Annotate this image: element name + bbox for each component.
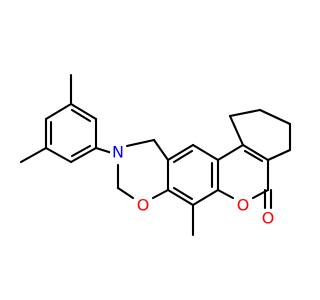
dimethylphenyl-ring xyxy=(44,102,98,164)
structure-canvas: N O O O xyxy=(19,73,292,237)
atom-lactone-oxygen: O xyxy=(235,196,251,215)
lactone-oxygen-label: O xyxy=(237,196,250,215)
oxazine-oxygen-label: O xyxy=(137,196,150,215)
methyl-left xyxy=(19,146,48,164)
nitrogen-label: N xyxy=(112,143,124,162)
atom-nitrogen: N xyxy=(110,143,126,162)
carbonyl-oxygen-label: O xyxy=(262,209,275,228)
cyclopentane-ring xyxy=(228,108,292,162)
atom-carbonyl-oxygen: O xyxy=(260,209,276,228)
central-benzene-ring xyxy=(166,143,220,207)
pyranone-ring xyxy=(216,143,270,200)
atom-oxazine-oxygen: O xyxy=(135,196,151,215)
n-aryl-bond xyxy=(94,146,114,155)
molecule-structure-diagram: N O O O xyxy=(19,73,292,237)
oxazine-ring xyxy=(116,138,170,200)
